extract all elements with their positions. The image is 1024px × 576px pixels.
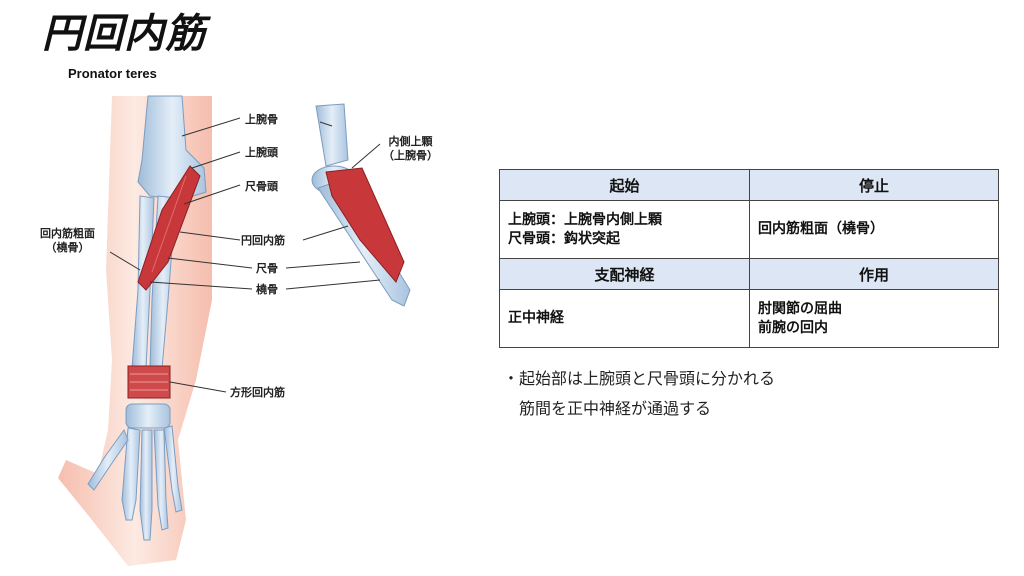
notes: ・起始部は上腕頭と尺骨頭に分かれる 筋間を正中神経が通過する (503, 364, 775, 425)
label-humerus: 上腕骨 (245, 113, 278, 126)
nerve-cell: 正中神経 (499, 289, 750, 348)
action-header: 作用 (749, 258, 999, 290)
page-subtitle: Pronator teres (68, 66, 157, 81)
note-line-2: 筋間を正中神経が通過する (519, 399, 712, 419)
muscle-info-table: 起始 停止 上腕頭：上腕骨内側上顆 尺骨頭：鈎状突起 回内筋粗面（橈骨） 支配神… (499, 169, 999, 348)
label-humeral-head: 上腕頭 (245, 146, 278, 159)
page-title: 円回内筋 (42, 11, 206, 57)
pronator-quadratus-muscle (127, 365, 171, 399)
action-line-2: 前腕の回内 (758, 319, 828, 336)
origin-line-1: 上腕頭：上腕骨内側上顆 (508, 212, 662, 229)
label-pronator-teres: 円回内筋 (241, 234, 285, 247)
label-pronator-quadratus: 方形回内筋 (230, 386, 285, 399)
action-cell: 肘関節の屈曲 前腕の回内 (749, 289, 999, 348)
forearm-illustration (58, 95, 411, 566)
side-view-arm (311, 103, 411, 307)
action-line-1: 肘関節の屈曲 (758, 301, 842, 318)
nerve-header: 支配神経 (499, 258, 750, 290)
pronator-teres-muscle (137, 165, 201, 291)
leader-lines (109, 117, 381, 393)
insertion-cell: 回内筋粗面（橈骨） (749, 200, 999, 259)
label-medial-epicondyle: 内側上顆 （上腕骨） (383, 135, 438, 162)
origin-header: 起始 (499, 169, 750, 201)
hand-bones (87, 403, 183, 541)
note-line-1: ・起始部は上腕頭と尺骨頭に分かれる (503, 369, 776, 388)
insertion-header: 停止 (749, 169, 999, 201)
origin-line-2: 尺骨頭：鈎状突起 (508, 230, 620, 247)
label-ulna: 尺骨 (256, 262, 278, 275)
label-insertion-site: 回内筋粗面 （橈骨） (40, 227, 95, 254)
label-ulnar-head: 尺骨頭 (245, 180, 278, 193)
origin-cell: 上腕頭：上腕骨内側上顆 尺骨頭：鈎状突起 (499, 200, 750, 259)
label-radius: 橈骨 (256, 283, 278, 296)
